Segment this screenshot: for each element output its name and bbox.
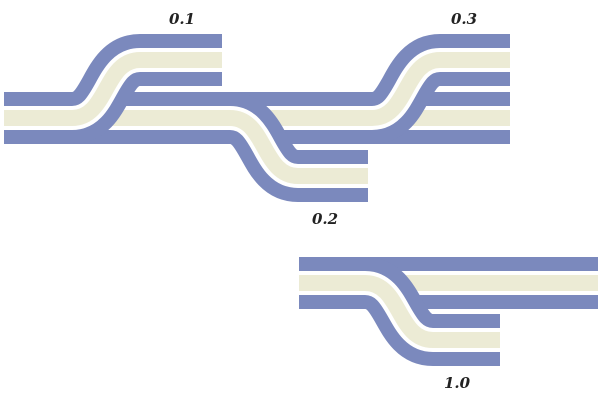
bottom-branch-diagram: [299, 257, 598, 366]
top-branch-diagram: [4, 34, 510, 202]
version-label-0-1: 0.1: [169, 10, 195, 28]
version-label-0-3: 0.3: [451, 10, 477, 28]
version-label-0-2: 0.2: [312, 210, 338, 228]
branch-0-3-inner: [370, 52, 510, 126]
branch-1-0-inner: [364, 275, 500, 348]
branch-0-2-inner: [228, 110, 368, 184]
branch-0-1-inner: [70, 52, 222, 126]
version-label-1-0: 1.0: [444, 374, 471, 392]
